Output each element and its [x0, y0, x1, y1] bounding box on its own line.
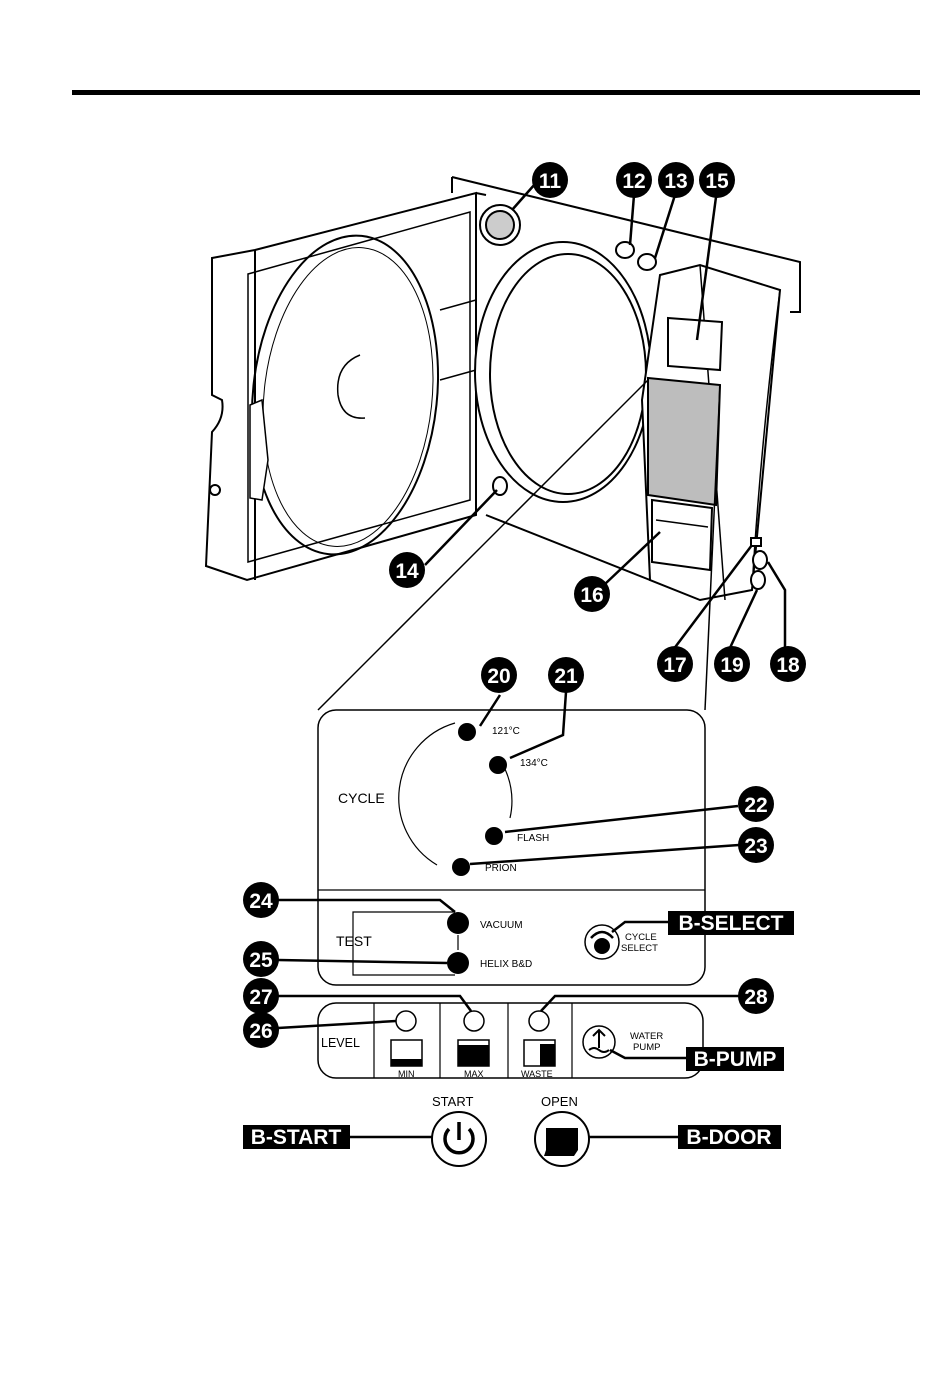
open-label: OPEN	[541, 1094, 578, 1109]
callout-17: 17	[657, 646, 693, 682]
label-helix: HELIX B&D	[480, 959, 532, 970]
led-waste	[529, 1011, 549, 1031]
water-pump-label-1: WATER	[630, 1031, 663, 1042]
start-label: START	[432, 1094, 473, 1109]
water-pump-label-2: PUMP	[633, 1042, 660, 1053]
svg-text:B-DOOR: B-DOOR	[686, 1126, 771, 1149]
callout-25: 25	[243, 941, 279, 977]
svg-text:14: 14	[395, 560, 419, 583]
svg-text:12: 12	[622, 170, 645, 193]
svg-text:27: 27	[249, 986, 272, 1009]
max-label: MAX	[464, 1069, 484, 1079]
door-open-icon	[544, 1128, 578, 1156]
svg-text:20: 20	[487, 665, 510, 688]
label-b-door: B-DOOR	[678, 1125, 781, 1149]
svg-text:17: 17	[663, 654, 686, 677]
label-vacuum: VACUUM	[480, 920, 523, 931]
cycle-label: CYCLE	[338, 790, 385, 806]
callout-22: 22	[738, 786, 774, 822]
label-flash: FLASH	[517, 833, 549, 844]
callout-27: 27	[243, 978, 279, 1014]
test-label: TEST	[336, 933, 372, 949]
svg-text:19: 19	[720, 654, 743, 677]
label-prion: PRION	[485, 863, 517, 874]
min-label: MIN	[398, 1069, 415, 1079]
callout-23: 23	[738, 827, 774, 863]
max-tank-icon	[458, 1040, 489, 1066]
start-button[interactable]	[432, 1112, 486, 1166]
callout-12: 12	[616, 162, 652, 198]
label-b-start: B-START	[243, 1125, 350, 1149]
callout-18: 18	[770, 646, 806, 682]
led-flash	[485, 827, 503, 845]
svg-text:26: 26	[249, 1020, 272, 1043]
cycle-select-label-2: SELECT	[621, 943, 658, 954]
callout-20: 20	[481, 657, 517, 693]
callout-26: 26	[243, 1012, 279, 1048]
svg-text:24: 24	[249, 890, 273, 913]
led-vacuum	[447, 912, 469, 934]
led-134	[489, 756, 507, 774]
min-tank-icon	[391, 1040, 422, 1066]
label-134: 134°C	[520, 758, 548, 769]
open-door-button[interactable]	[535, 1112, 589, 1166]
svg-text:18: 18	[776, 654, 800, 677]
svg-text:25: 25	[249, 949, 273, 972]
svg-text:B-SELECT: B-SELECT	[679, 912, 784, 935]
water-pump-button[interactable]	[583, 1026, 615, 1058]
callout-19: 19	[714, 646, 750, 682]
svg-text:28: 28	[744, 986, 768, 1009]
svg-text:11: 11	[539, 170, 562, 193]
led-121	[458, 723, 476, 741]
callout-11: 11	[532, 162, 568, 198]
svg-text:22: 22	[744, 794, 767, 817]
svg-text:13: 13	[664, 170, 687, 193]
top-rule	[72, 90, 920, 95]
led-prion	[452, 858, 470, 876]
waste-tank-icon	[524, 1040, 555, 1066]
led-max	[464, 1011, 484, 1031]
svg-text:23: 23	[744, 835, 767, 858]
callout-21: 21	[548, 657, 584, 693]
svg-text:B-START: B-START	[251, 1126, 342, 1149]
label-b-pump: B-PUMP	[686, 1047, 784, 1071]
level-label: LEVEL	[321, 1036, 360, 1050]
svg-text:16: 16	[580, 584, 603, 607]
callout-14: 14	[389, 552, 425, 588]
svg-text:21: 21	[554, 665, 578, 688]
callout-15: 15	[699, 162, 735, 198]
callout-24: 24	[243, 882, 279, 918]
label-b-select: B-SELECT	[668, 911, 794, 935]
cycle-select-label-1: CYCLE	[625, 932, 657, 943]
led-helix	[447, 952, 469, 974]
autoclave-illustration	[206, 177, 800, 710]
callout-28: 28	[738, 978, 774, 1014]
callout-16: 16	[574, 576, 610, 612]
control-panel: CYCLE 121°C 134°C FLASH PRION TEST VACUU…	[318, 710, 705, 1166]
svg-text:B-PUMP: B-PUMP	[694, 1048, 777, 1071]
label-121: 121°C	[492, 726, 520, 737]
waste-label: WASTE	[521, 1069, 553, 1079]
svg-text:15: 15	[705, 170, 729, 193]
callout-13: 13	[658, 162, 694, 198]
led-min	[396, 1011, 416, 1031]
